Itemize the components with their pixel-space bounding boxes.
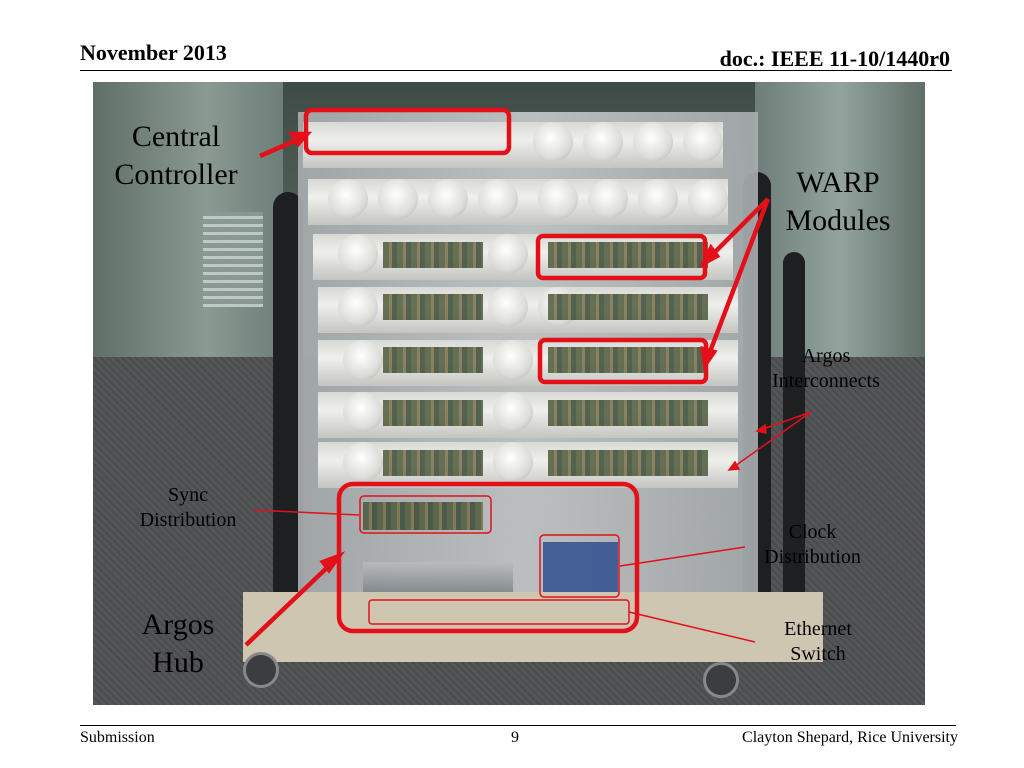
header-rule [80, 70, 952, 71]
clock-distribution-box [539, 534, 620, 598]
antenna-dish [533, 122, 573, 162]
warp-arrow-2 [705, 198, 771, 358]
argos-hub-arrow [244, 560, 335, 647]
warp-board [383, 450, 483, 476]
arrowhead [727, 460, 741, 471]
argos-interconnects-label: Argos Interconnects [751, 344, 901, 394]
antenna-dish [588, 179, 628, 219]
arrowhead [699, 243, 721, 269]
cable-bundle-right-2 [783, 252, 805, 632]
door-window [203, 212, 263, 307]
label-line: Hub [152, 645, 204, 679]
antenna-dish [633, 122, 673, 162]
sync-arrow [252, 509, 360, 516]
footer-author: Clayton Shepard, Rice University [742, 729, 958, 746]
warp-arrow-1 [708, 197, 770, 259]
antenna-dish [488, 287, 528, 327]
warp-board [383, 294, 483, 320]
label-line: Distribution [764, 546, 861, 568]
argos-hub-label: Argos Hub [118, 606, 238, 681]
antenna-dish [583, 122, 623, 162]
antenna-dish [338, 234, 378, 274]
label-line: Switch [790, 643, 846, 665]
antenna-dish [488, 234, 528, 274]
warp-board [548, 347, 708, 373]
antenna-dish [343, 340, 383, 380]
label-line: Argos [141, 608, 215, 641]
warp-board [548, 242, 708, 268]
interconnect-arrow-1 [762, 411, 812, 430]
warp-board [383, 400, 483, 426]
header-date: November 2013 [80, 40, 227, 65]
warp-board [548, 400, 708, 426]
label-line: Central [131, 120, 221, 153]
clock-distribution-label: Clock Distribution [745, 520, 880, 570]
label-line: Ethernet [784, 618, 852, 640]
clock-board [543, 542, 618, 592]
antenna-dish [493, 442, 533, 482]
antenna-dish [688, 179, 728, 219]
annotation-overlay [244, 107, 812, 647]
warp-module-box-2 [537, 337, 709, 385]
antenna-dish [493, 392, 533, 432]
footer-submission: Submission [80, 729, 155, 746]
header-doc-id: doc.: IEEE 11-10/1440r0 [719, 46, 950, 71]
label-line: Argos [801, 345, 851, 367]
antenna-dish [338, 287, 378, 327]
central-controller-label: Central Controller [96, 118, 256, 193]
label-line: Interconnects [772, 370, 880, 392]
label-line: Controller [114, 157, 238, 191]
sync-distribution-label: Sync Distribution [118, 483, 258, 533]
antenna-dish [478, 179, 518, 219]
label-line: Sync [168, 484, 208, 506]
warp-board [383, 242, 483, 268]
warp-board [383, 347, 483, 373]
sync-distribution-box [359, 495, 492, 534]
antenna-dish [343, 442, 383, 482]
warp-board [548, 450, 708, 476]
central-controller-box [303, 107, 512, 156]
antenna-dish [683, 122, 723, 162]
interconnect-arrow-2 [734, 411, 812, 467]
footer-rule [80, 725, 956, 726]
argos-rack-photo: Central Controller WARP Modules Argos In… [93, 82, 925, 705]
antenna-dish [538, 179, 578, 219]
warp-board [548, 294, 708, 320]
label-line: Clock [788, 521, 837, 543]
argos-hub-box [336, 481, 640, 634]
antenna-dish [638, 179, 678, 219]
ethernet-switch-box [368, 599, 630, 625]
arrowhead [700, 345, 718, 372]
label-line: Distribution [139, 509, 237, 531]
arrowhead [319, 551, 346, 574]
antenna-dish [428, 179, 468, 219]
clock-arrow [619, 546, 746, 567]
arrowhead [288, 131, 313, 148]
warp-modules-label: WARP Modules [773, 164, 903, 239]
warp-module-box-1 [535, 233, 708, 281]
arrowhead [755, 423, 767, 434]
antenna-dish [493, 340, 533, 380]
antenna-dish [378, 179, 418, 219]
label-line: WARP [796, 166, 880, 199]
ethernet-arrow [628, 611, 756, 643]
page-number: 9 [511, 729, 519, 746]
power-supply [363, 562, 513, 596]
ethernet-switch-label: Ethernet Switch [763, 617, 873, 667]
central-controller-arrow [259, 136, 300, 159]
label-line: Modules [785, 203, 891, 237]
antenna-dish [328, 179, 368, 219]
antenna-dish [343, 392, 383, 432]
caster-wheel [243, 652, 279, 688]
caster-wheel [703, 662, 739, 698]
sync-board [363, 502, 483, 530]
